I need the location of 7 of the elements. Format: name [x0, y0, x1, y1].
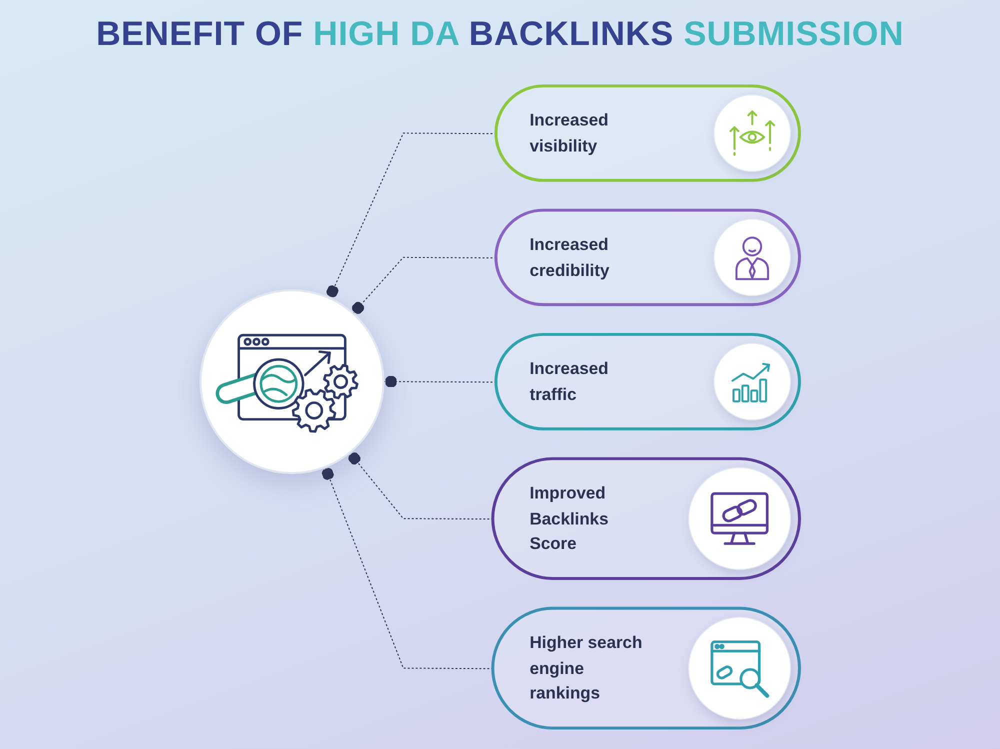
connector	[322, 467, 494, 670]
title: BENEFIT OF HIGH DA BACKLINKS SUBMISSION	[96, 14, 904, 55]
node-circle	[200, 289, 384, 474]
connector	[352, 256, 497, 314]
connector	[384, 376, 497, 388]
connector	[348, 452, 494, 520]
connector	[326, 132, 497, 298]
